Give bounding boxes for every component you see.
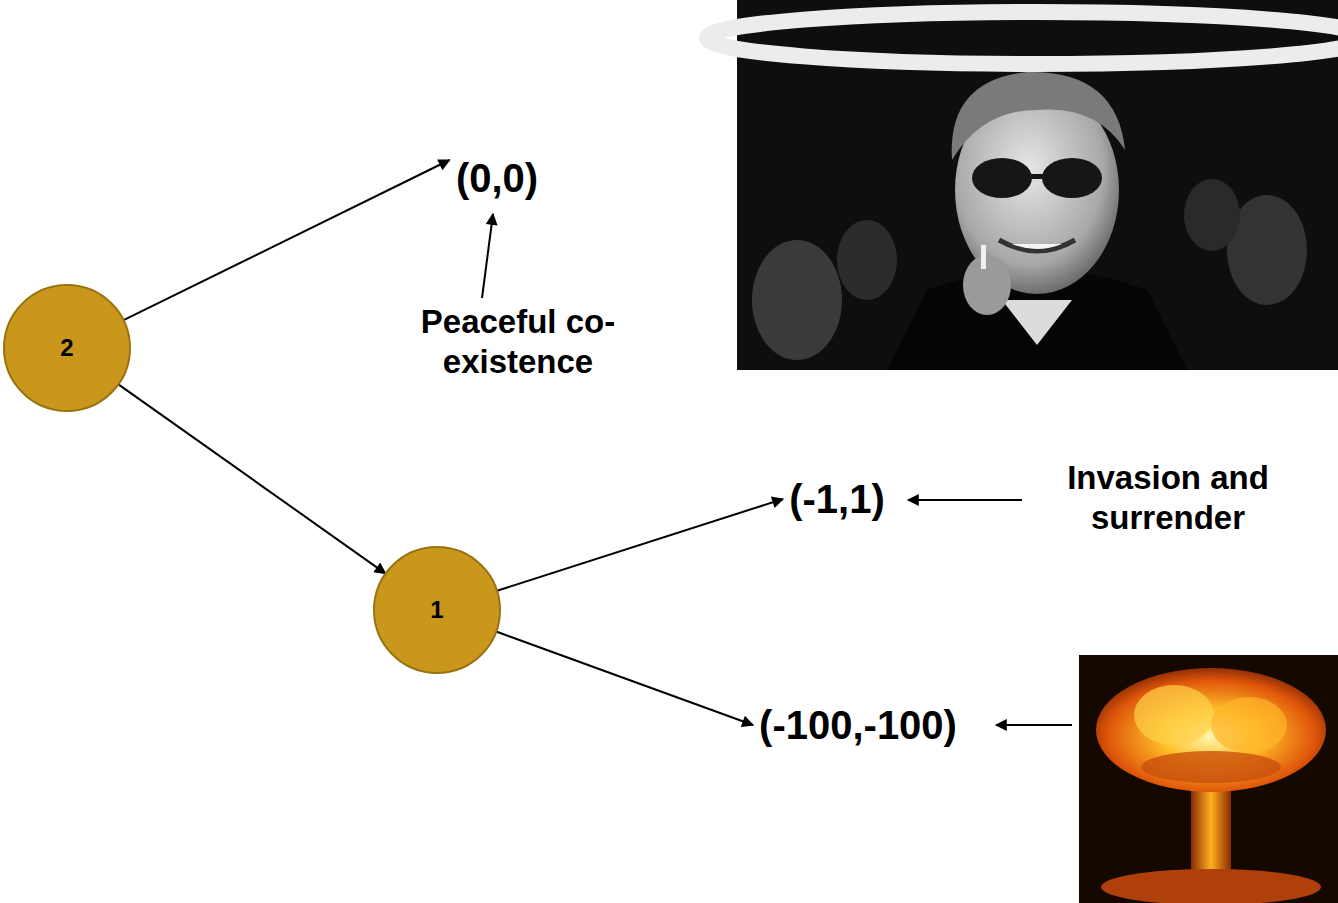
circle-shape bbox=[374, 547, 500, 673]
player-number: 2 bbox=[60, 335, 73, 361]
payoff-text: (-100,-100) bbox=[759, 703, 957, 747]
game-tree-branch bbox=[118, 384, 385, 573]
payoff-node: (-1,1) bbox=[783, 475, 891, 523]
game-tree-branch bbox=[496, 632, 753, 725]
leader-arrow bbox=[482, 214, 493, 298]
payoff-node: (-100,-100) bbox=[753, 701, 963, 749]
decision-node-circle: 2 bbox=[2, 283, 132, 413]
payoff-text: (-1,1) bbox=[789, 477, 885, 521]
leader-arrow bbox=[908, 499, 1022, 501]
leader-arrow bbox=[996, 724, 1072, 726]
payoff-node: (0,0) bbox=[450, 154, 545, 202]
film-still-photo bbox=[707, 0, 1338, 370]
game-tree-branch bbox=[124, 160, 450, 320]
annotation-label: Peaceful co-existence bbox=[383, 302, 653, 381]
annotation-label: Invasion and surrender bbox=[1023, 458, 1313, 537]
payoff-text: (0,0) bbox=[456, 156, 538, 200]
mushroom-cloud-photo bbox=[1079, 655, 1338, 903]
player-number: 1 bbox=[430, 597, 443, 623]
decision-node-circle: 1 bbox=[372, 545, 502, 675]
game-tree-branch bbox=[497, 499, 783, 591]
circle-shape bbox=[4, 285, 130, 411]
